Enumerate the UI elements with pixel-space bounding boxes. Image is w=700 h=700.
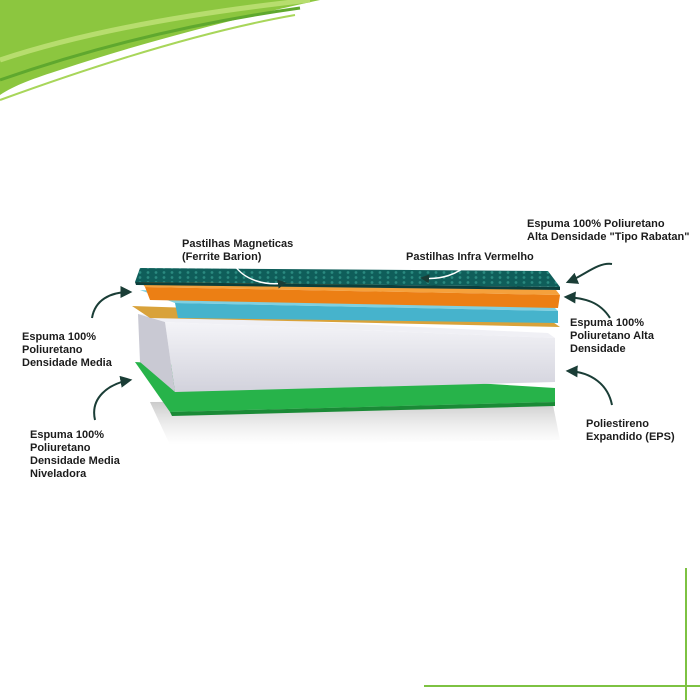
swoosh-fill	[0, 0, 320, 95]
layer-eps-side	[138, 314, 175, 392]
label-pastilhas-magneticas: Pastilhas Magneticas (Ferrite Barion)	[182, 238, 294, 263]
arrow-espuma-alta	[563, 291, 611, 319]
arrow-espuma-rabatan	[565, 262, 613, 284]
label-pastilhas-infra: Pastilhas Infra Vermelho	[406, 251, 534, 263]
arrow-pastilhas-infra	[420, 261, 471, 284]
arrow-espuma-media	[91, 286, 133, 319]
swoosh-stroke-3	[0, 14, 296, 101]
swoosh-stroke-1	[0, 0, 311, 63]
layer-cyan-front	[175, 303, 558, 323]
label-espuma-rabatan: Espuma 100% Poliuretano Alta Densidade "…	[527, 218, 690, 243]
arrow-poliestireno	[565, 365, 613, 406]
label-espuma-niveladora: Espuma 100% Poliuretano Densidade Media …	[30, 429, 120, 480]
swoosh-stroke-2	[0, 6, 301, 82]
layer-base-green-edge	[170, 402, 555, 416]
green-swoosh-decoration	[0, 0, 320, 101]
arrow-pastilhas-magneticas	[234, 265, 287, 289]
layer-eps-front	[165, 322, 555, 392]
label-espuma-alta: Espuma 100% Poliuretano Alta Densidade	[570, 317, 654, 355]
layer-magnetic-edge	[135, 282, 560, 290]
arrow-espuma-niveladora	[93, 375, 133, 421]
layer-orange-front	[145, 287, 560, 308]
label-espuma-media: Espuma 100% Poliuretano Densidade Media	[22, 331, 112, 369]
label-poliestireno: Poliestireno Expandido (EPS)	[586, 418, 675, 443]
